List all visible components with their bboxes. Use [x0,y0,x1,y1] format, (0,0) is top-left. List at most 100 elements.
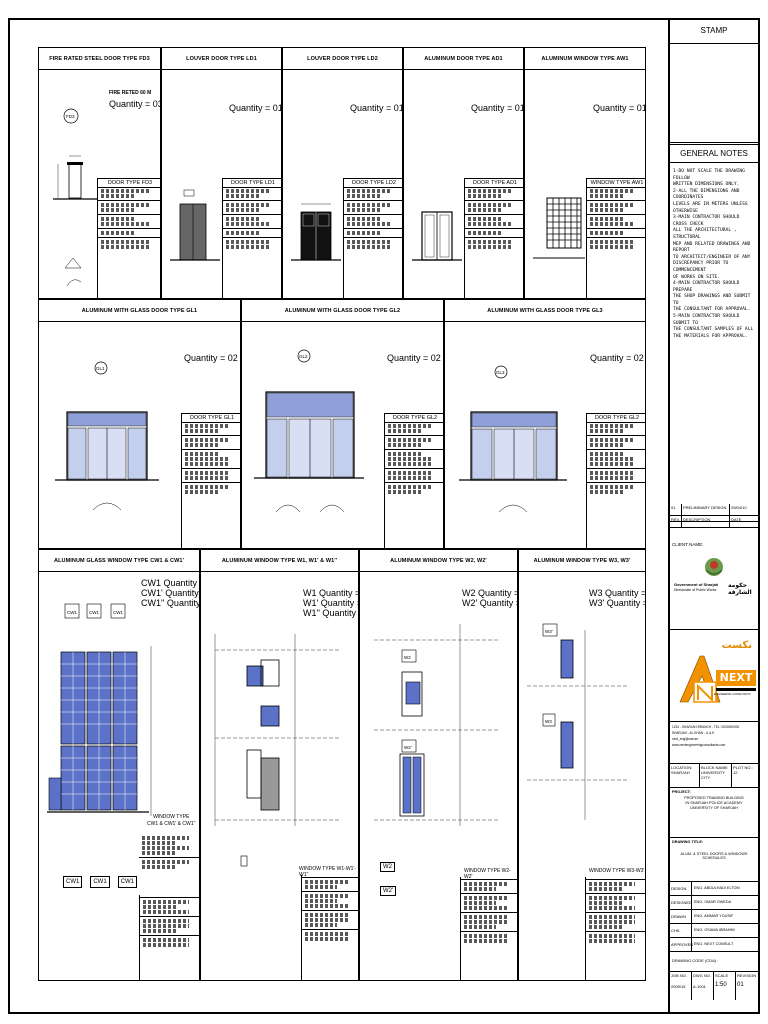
quantity-label: W1'' Quantity = 04 [303,608,358,618]
quantity-label: Quantity = 02 [590,353,644,363]
spec-title: DOOR TYPE GL1 [182,413,240,423]
door-ad1-drawing [412,211,462,261]
people-name: ENG. NEXT CONSULT [694,942,734,946]
quantity-label: Quantity = 01 [350,103,403,113]
quantity-label: CW1'' Quantity = 01 [141,598,200,608]
panel-w1: ALUMINUM WINDOW TYPE W1, W1' & W1'' W1 Q… [200,549,359,981]
panel-title: LOUVER DOOR TYPE LD1 [162,48,281,70]
quantity-label: W2 Quantity = 02 [462,588,517,598]
panel-title: LOUVER DOOR TYPE LD2 [283,48,402,70]
spec-table [585,877,645,980]
panel-title: ALUMINUM WITH GLASS DOOR TYPE GL1 [39,300,240,322]
consultant-name: NEXT [716,670,756,686]
window-w2-drawing: W2 W2' [374,624,500,826]
spec-table: DOOR TYPE LD1 [222,178,281,298]
svg-text:CW1: CW1 [113,610,123,615]
panel-title: ALUMINUM DOOR TYPE AD1 [404,48,523,70]
revision-row: 01 PRELIMINARY DESIGN 29/04/10 [670,504,758,516]
quantity-label: W3' Quantity = 02 [589,598,645,608]
quantity-label: Quantity = 02 [387,353,441,363]
spec-caption: WINDOW TYPE W2-W2' [464,868,511,880]
note-line: 3-MAIN CONTRACTOR SHOULD CROSS CHECK [673,215,740,227]
panel-ld1: LOUVER DOOR TYPE LD1 Quantity = 01 DOOR … [161,47,282,299]
note-line: THE CONSULTANT FOR APPROVAL. [673,307,751,313]
note-line: MEP AND RELATED DRAWINGS AND REPORT [673,241,751,254]
window-tag: W3 [545,719,552,724]
note-line: WRITTEN DIMENSIONS ONLY. [673,182,740,188]
spec-table: DOOR TYPE AD1 [464,178,523,298]
window-tag: W2 [380,862,395,872]
consultant-logo: نكست NEXT ENGINEERING CONSULTANTS [670,630,758,722]
door-tag: GL1 [96,366,105,371]
panel-title: ALUMINUM GLASS WINDOW TYPE CW1 & CW1' [39,550,199,572]
people-role: DRAWN [670,910,692,924]
fire-rating-note: FIRE RETED 60 M [109,90,152,96]
window-aw1-drawing [533,197,585,259]
quantity-label: CW1 Quantity = 19 [141,578,199,588]
panel-title: ALUMINUM WITH GLASS DOOR TYPE GL2 [242,300,443,322]
spec-title: DOOR TYPE LD1 [223,178,281,188]
svg-text:CW1: CW1 [89,610,99,615]
door-gl2-drawing: GL2 [254,349,364,513]
spec-title: DOOR TYPE GL2 [385,413,443,423]
panel-cw1: ALUMINUM GLASS WINDOW TYPE CW1 & CW1' CW… [38,549,200,981]
panel-gl2: ALUMINUM WITH GLASS DOOR TYPE GL2 Quanti… [241,299,444,549]
window-tag: CW1 [117,876,138,888]
people-name: ENG. ABDULHADI ELTOM [694,886,740,890]
panel-title: ALUMINUM WINDOW TYPE W3, W3' [519,550,645,572]
people-name: ENG. OSAMA IBRAHIM [694,928,735,932]
spec-title: DOOR TYPE LD2 [344,178,402,188]
spec-table [460,877,517,980]
note-line: THE MATERIALS FOR APPROVAL. [673,333,748,339]
consultant-name-ar: نكست [721,640,752,651]
panel-title: ALUMINUM WINDOW TYPE AW1 [525,48,645,70]
spec-table: DOOR TYPE FD3 [97,178,160,298]
door-ld1-drawing [170,189,220,261]
note-line: 5-MAIN CONTRACTOR SHOULD SUBMIT TO [673,314,740,326]
client-label: CLIENT NAME: [672,542,704,547]
next-logo-icon [679,655,721,703]
panel-title: FIRE RATED STEEL DOOR TYPE FD3 [39,48,160,70]
notes-list: 1-DO NOT SCALE THE DRAWING FOLLOW WRITTE… [670,169,758,340]
revision-header: REV. DESCRIPTION DATE [670,516,758,528]
drawing-title-row: DRAWING TITLE: ALUM. & STEEL DOORS & WIN… [670,838,758,882]
spec-title: DOOR TYPE GL2 [587,413,645,423]
drawing-sheet-border [8,18,760,1014]
client-subtitle: Directorate of Public Works [674,588,717,592]
spec-table: DOOR TYPE LD2 [343,178,402,298]
window-tag: W3' [545,629,553,634]
quantity-label: Quantity = 01 [471,103,524,113]
quantity-label: Quantity = 01 [593,103,646,113]
panel-ld2: LOUVER DOOR TYPE LD2 Quantity = 01 DOOR … [282,47,403,299]
quantity-label: Quantity = 02 [184,353,238,363]
spec-caption: WINDOW TYPE W1-W1'-W1'' [299,866,356,878]
client-section: CLIENT NAME: Government of Sharjah Direc… [670,540,758,630]
spec-title: WINDOW TYPE AW1 [587,178,645,188]
title-block: STAMP GENERAL NOTES 1-DO NOT SCALE THE D… [668,20,758,1012]
spec-table: DOOR TYPE GL1 [181,413,240,548]
panel-w3: ALUMINUM WINDOW TYPE W3, W3' W3 Quantity… [518,549,646,981]
people-name: ENG. AMMAR YOUSIF [694,914,734,918]
project-row: PROJECT: PROPOSED TRAINING BUILDING IN S… [670,788,758,838]
panel-ad1: ALUMINUM DOOR TYPE AD1 Quantity = 01 DOO… [403,47,524,299]
panel-title: ALUMINUM WINDOW TYPE W2, W2' [360,550,517,572]
window-tag: CW1 [90,876,110,888]
spec-table [301,875,358,980]
panel-fd3: FIRE RATED STEEL DOOR TYPE FD3 FIRE RETE… [38,47,161,299]
door-gl3-drawing: GL3 [459,365,567,513]
general-notes-title: GENERAL NOTES [680,149,748,158]
spec-caption: WINDOW TYPE W3-W3' [589,868,645,874]
spec-caption: WINDOW TYPE CW1 & CW1' & CW1'' [147,814,196,827]
location-row: LOCATION:SHARJAH BLOCK NAME:UNIVERSITY C… [670,764,758,788]
note-line: OF WORKS ON SITE. [673,274,721,280]
window-cw1-drawing: CW1 CW1 CW1 [47,603,152,816]
door-fd3-drawing: FD3 [53,108,97,287]
svg-text:FD3: FD3 [66,114,75,119]
panel-title: ALUMINUM WINDOW TYPE W1, W1' & W1'' [201,550,358,572]
